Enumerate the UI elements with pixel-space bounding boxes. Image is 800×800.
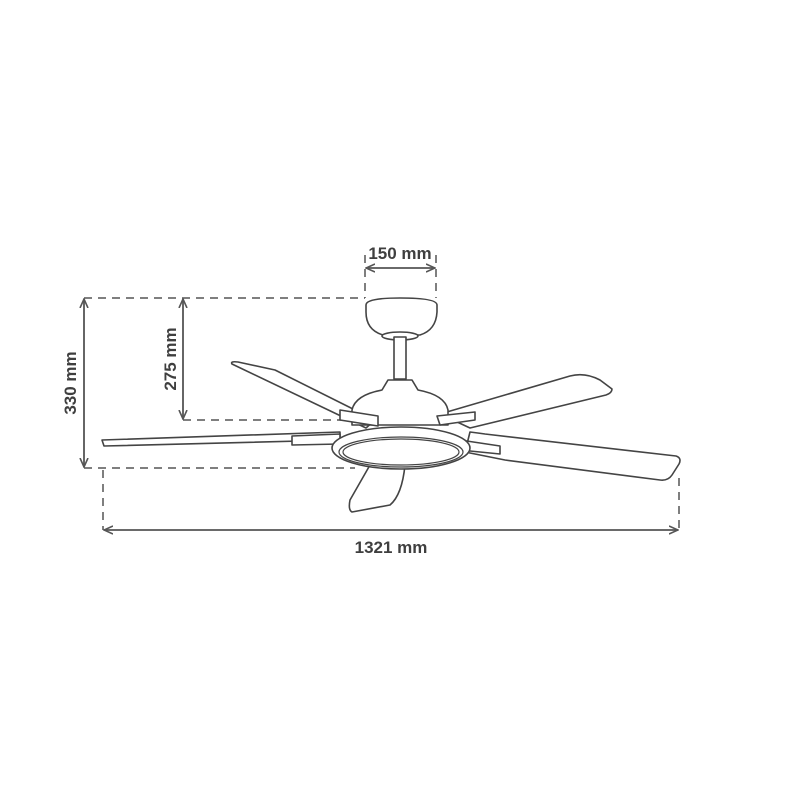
canopy-width-label: 150 mm xyxy=(368,244,431,263)
blade-back-right xyxy=(439,373,613,429)
light-ring xyxy=(331,426,471,470)
dimension-guides xyxy=(84,255,680,530)
ceiling-fan xyxy=(101,297,681,513)
motor-housing xyxy=(351,379,449,426)
blade-front xyxy=(348,464,406,513)
downrod xyxy=(393,336,407,380)
canopy xyxy=(365,297,438,336)
dimension-arrows xyxy=(84,268,678,530)
blade-back-left xyxy=(230,360,376,429)
drop-label: 275 mm xyxy=(161,327,180,390)
height-label: 330 mm xyxy=(61,351,80,414)
blade-right xyxy=(464,431,681,481)
span-label: 1321 mm xyxy=(355,538,428,557)
